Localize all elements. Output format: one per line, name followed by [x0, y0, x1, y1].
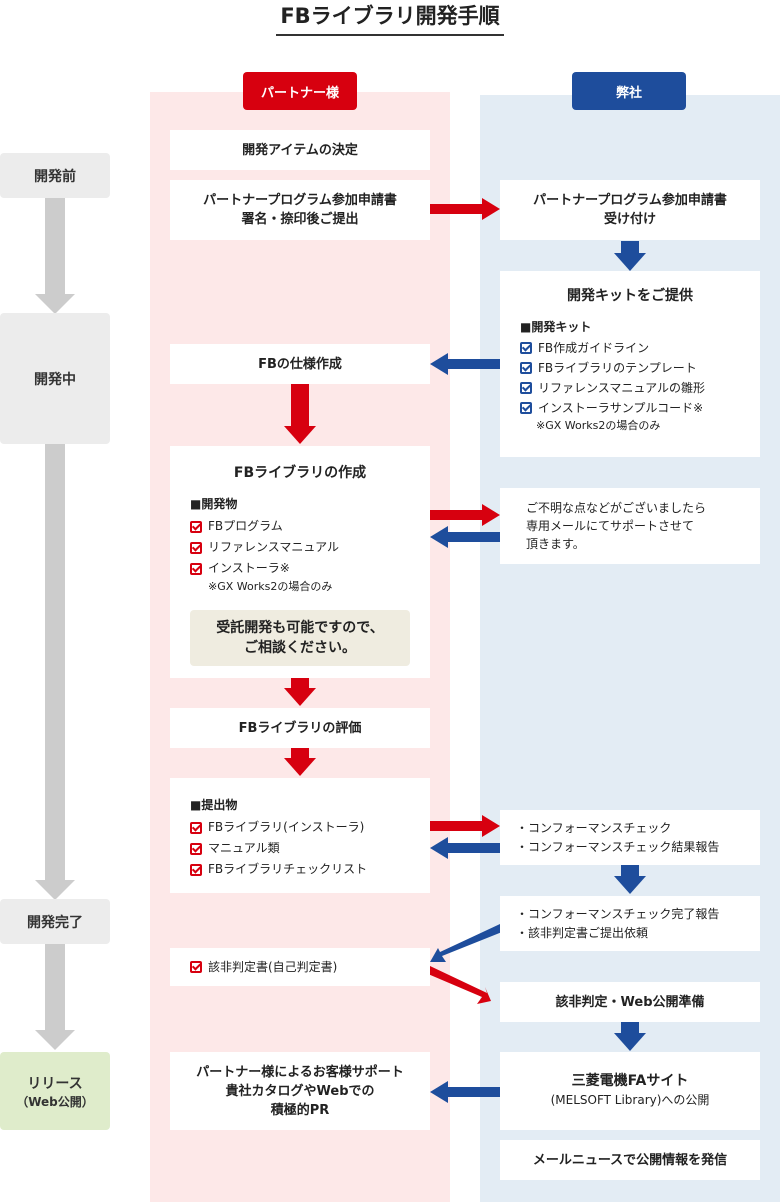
box-decide-item: 開発アイテムの決定 [170, 130, 430, 170]
arrow-receive-to-kit [614, 253, 646, 271]
checkbox-icon [190, 842, 202, 855]
submit-heading: ■提出物 [190, 798, 238, 812]
checkbox-icon [190, 863, 202, 876]
checkbox-icon [520, 362, 532, 374]
box-submission: ■提出物 FBライブラリ(インストーラ) マニュアル類 FBライブラリチェックリ… [170, 778, 430, 893]
page-title: FBライブラリ開発手順 [0, 0, 780, 36]
kit-item: FBライブラリのテンプレート [520, 358, 697, 378]
box-spec-creation: FBの仕様作成 [170, 344, 430, 384]
arrow-create-to-eval [284, 688, 316, 706]
partner-column-header: パートナー様 [243, 72, 357, 110]
stage-pre-development: 開発前 [0, 153, 110, 198]
arrow-eval-to-submit [284, 758, 316, 776]
timeline-arrows [35, 198, 75, 1050]
kit-heading: ■開発キット [520, 320, 592, 334]
submit-item: マニュアル類 [190, 838, 280, 859]
deliverables-heading: ■開発物 [190, 497, 238, 511]
box-receive-application: パートナープログラム参加申請書受け付け [500, 180, 760, 240]
stage-in-development: 開発中 [0, 313, 110, 444]
arrow-done-to-judge [430, 924, 502, 962]
deliverables-note: ※GX Works2の場合のみ [208, 580, 333, 593]
deliverable-item: リファレンスマニュアル [190, 537, 339, 558]
arrow-support-to-create [430, 526, 448, 548]
arrow-prepare-to-publish [614, 1033, 646, 1051]
checkbox-icon [520, 402, 532, 414]
box-conformance-check: ・コンフォーマンスチェック ・コンフォーマンスチェック結果報告 [500, 810, 760, 865]
box-support: ご不明な点などがございましたら 専用メールにてサポートさせて 頂きます。 [500, 488, 760, 564]
stage-development-complete: 開発完了 [0, 899, 110, 944]
company-arrows [430, 241, 646, 1103]
box-evaluate-library: FBライブラリの評価 [170, 708, 430, 748]
arrow-kit-to-spec [430, 353, 448, 375]
box-publish-fa-site: 三菱電機FAサイト (MELSOFT Library)への公開 [500, 1052, 760, 1130]
checkbox-icon [190, 541, 202, 554]
arrow-check-result [430, 837, 448, 859]
kit-title: 開発キットをご提供 [567, 288, 693, 304]
box-check-complete: ・コンフォーマンスチェック完了報告 ・該非判定書ご提出依頼 [500, 896, 760, 951]
checkbox-icon [190, 562, 202, 575]
stage-release: リリース（Web公開） [0, 1052, 110, 1130]
checkbox-icon [520, 382, 532, 394]
arrow-apply-to-company [482, 198, 500, 220]
box-provide-kit: 開発キットをご提供 ■開発キット FB作成ガイドライン FBライブラリのテンプレ… [500, 271, 760, 457]
checkbox-icon [190, 961, 202, 973]
box-prepare-publish: 該非判定・Web公開準備 [500, 982, 760, 1022]
deliverable-item: FBプログラム [190, 516, 283, 537]
arrow-check-to-done [614, 876, 646, 894]
consign-note: 受託開発も可能ですので、ご相談ください。 [190, 610, 410, 666]
arrow-spec-to-create [284, 426, 316, 444]
kit-item: FB作成ガイドライン [520, 338, 649, 358]
arrow-create-to-support [482, 504, 500, 526]
box-submit-application: パートナープログラム参加申請書署名・捺印後ご提出 [170, 180, 430, 240]
arrow-judge-to-prepare [428, 966, 491, 1004]
box-mail-news: メールニュースで公開情報を発信 [500, 1140, 760, 1180]
kit-item: リファレンスマニュアルの雛形 [520, 378, 705, 398]
arrow-submit-to-check [482, 815, 500, 837]
deliverable-item: インストーラ※ [190, 558, 290, 579]
partner-arrows [284, 198, 500, 1004]
arrow-publish-to-pr [430, 1081, 448, 1103]
submit-item: FBライブラリチェックリスト [190, 859, 367, 880]
box-create-library: FBライブラリの作成 ■開発物 FBプログラム リファレンスマニュアル インスト… [170, 446, 430, 678]
kit-item: インストーラサンプルコード※ [520, 398, 703, 418]
kit-note: ※GX Works2の場合のみ [536, 419, 661, 432]
box-partner-pr: パートナー様によるお客様サポート貴社カタログやWebでの積極的PR [170, 1052, 430, 1130]
checkbox-icon [520, 342, 532, 354]
box-judgment-document: 該非判定書(自己判定書) [170, 948, 430, 986]
checkbox-icon [190, 821, 202, 834]
checkbox-icon [190, 520, 202, 533]
company-column-header: 弊社 [572, 72, 686, 110]
submit-item: FBライブラリ(インストーラ) [190, 817, 364, 838]
create-title: FBライブラリの作成 [233, 465, 367, 481]
